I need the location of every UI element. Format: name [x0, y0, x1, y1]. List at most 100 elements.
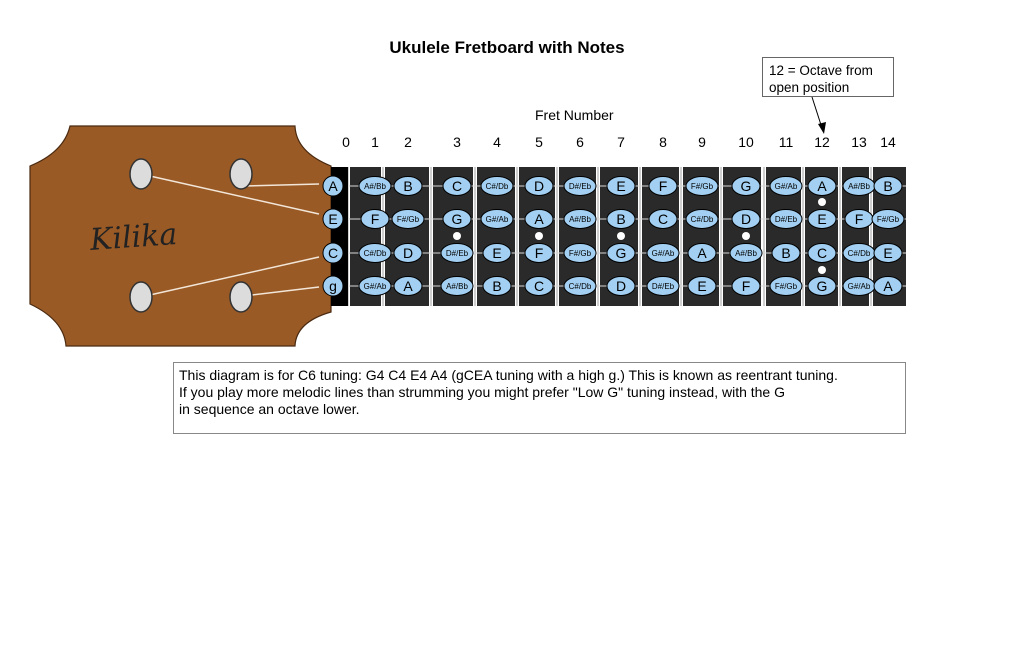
note-marker-s4-f3 — [440, 276, 474, 296]
note-marker-s2-f3 — [442, 209, 472, 229]
note-label-s2-f6: A#/Bb — [569, 215, 591, 224]
note-label-s3-f4: E — [492, 245, 501, 261]
nut — [331, 167, 348, 306]
note-marker-s4-f7 — [606, 276, 636, 296]
page-title: Ukulele Fretboard with Notes — [389, 38, 625, 57]
note-marker-s2-f14 — [871, 209, 905, 229]
note-label-s4-f4: B — [492, 278, 501, 294]
note-marker-s2-f8 — [648, 209, 678, 229]
note-label-s1-f12: A — [817, 178, 827, 194]
note-label-s1-f2: B — [403, 178, 412, 194]
note-label-s2-f7: B — [616, 211, 625, 227]
note-marker-s1-f10 — [731, 176, 761, 196]
fret-number-10: 10 — [738, 134, 754, 150]
note-label-s4-f2: A — [403, 278, 413, 294]
fret-number-axis-label: Fret Number — [535, 107, 614, 123]
note-marker-s2-f1 — [360, 209, 390, 229]
headstock — [29, 125, 332, 347]
note-label-s3-f6: F#/Gb — [569, 249, 592, 258]
note-label-s4-f7: D — [616, 278, 626, 294]
note-marker-s4-f4 — [482, 276, 512, 296]
note-label-s2-f8: C — [658, 211, 668, 227]
description-box: This diagram is for C6 tuning: G4 C4 E4 … — [173, 362, 906, 434]
note-label-s1-f1: A#/Bb — [364, 182, 386, 191]
open-note-circle-E — [322, 208, 344, 230]
note-marker-s1-f14 — [873, 176, 903, 196]
note-label-s3-f11: B — [781, 245, 790, 261]
fret-number-5: 5 — [535, 134, 543, 150]
note-marker-s3-f5 — [524, 243, 554, 263]
note-label-s1-f11: G#/Ab — [775, 182, 798, 191]
open-string-notes: A E Cg — [322, 175, 344, 297]
note-label-s2-f10: D — [741, 211, 751, 227]
note-marker-s3-f9 — [687, 243, 717, 263]
note-label-s3-f14: E — [883, 245, 892, 261]
note-label-s4-f1: G#/Ab — [364, 282, 387, 291]
tuning-pegs — [129, 158, 253, 313]
note-marker-s1-f9 — [685, 176, 719, 196]
note-label-s2-f1: F — [371, 211, 380, 227]
open-note-label-g: g — [329, 278, 337, 294]
open-note-label-C: C — [328, 245, 338, 261]
description-line-1: This diagram is for C6 tuning: G4 C4 E4 … — [179, 367, 838, 383]
open-note-label-A: A — [328, 178, 338, 194]
note-marker-s4-f1 — [358, 276, 392, 296]
note-label-s3-f1: C#/Db — [364, 249, 387, 258]
note-label-s3-f7: G — [616, 245, 627, 261]
fret-number-1: 1 — [371, 134, 379, 150]
note-marker-s3-f1 — [358, 243, 392, 263]
fret-number-8: 8 — [659, 134, 667, 150]
note-label-s1-f9: F#/Gb — [691, 182, 714, 191]
note-label-s1-f4: C#/Db — [486, 182, 509, 191]
note-marker-s3-f7 — [606, 243, 636, 263]
open-note-label-E: E — [328, 211, 337, 227]
fret-number-0: 0 — [342, 134, 350, 150]
note-marker-s4-f10 — [731, 276, 761, 296]
tuning-peg-3 — [129, 281, 153, 313]
note-marker-s3-f3 — [440, 243, 474, 263]
note-marker-s1-f4 — [480, 176, 514, 196]
fret-number-3: 3 — [453, 134, 461, 150]
marker-dot-12a — [818, 198, 826, 206]
note-marker-s3-f12 — [807, 243, 837, 263]
note-label-s4-f8: D#/Eb — [652, 282, 675, 291]
tuning-peg-4 — [229, 281, 253, 313]
headstock-strings — [140, 173, 320, 298]
note-label-s3-f3: D#/Eb — [446, 249, 469, 258]
fret-number-9: 9 — [698, 134, 706, 150]
note-marker-s4-f11 — [769, 276, 803, 296]
note-label-s2-f2: F#/Gb — [397, 215, 420, 224]
note-label-s4-f14: A — [883, 278, 893, 294]
note-label-s2-f14: F#/Gb — [877, 215, 900, 224]
note-marker-s4-f12 — [807, 276, 837, 296]
note-marker-s2-f5 — [524, 209, 554, 229]
note-marker-s3-f4 — [482, 243, 512, 263]
callout-arrow-line — [811, 96, 823, 129]
note-marker-s2-f6 — [563, 209, 597, 229]
note-label-s2-f5: A — [534, 211, 544, 227]
note-marker-s1-f8 — [648, 176, 678, 196]
note-label-s4-f3: A#/Bb — [446, 282, 468, 291]
note-marker-s4-f8 — [646, 276, 680, 296]
position-markers — [453, 198, 826, 274]
note-label-s1-f13: A#/Bb — [848, 182, 870, 191]
note-label-s3-f8: G#/Ab — [652, 249, 675, 258]
note-marker-s1-f2 — [393, 176, 423, 196]
description-line-3: in sequence an octave lower. — [179, 401, 360, 417]
headstock-brand-label: Kilika — [88, 216, 179, 259]
tuning-peg-2 — [229, 158, 253, 190]
open-note-circle-A — [322, 175, 344, 197]
octave-callout: 12 = Octave from open position — [762, 57, 894, 97]
note-label-s1-f5: D — [534, 178, 544, 194]
note-marker-s2-f10 — [731, 209, 761, 229]
note-label-s1-f3: C — [452, 178, 462, 194]
note-label-s4-f13: G#/Ab — [848, 282, 871, 291]
fret-number-12: 12 — [814, 134, 830, 150]
note-marker-s1-f12 — [807, 176, 837, 196]
fret-number-13: 13 — [851, 134, 867, 150]
note-marker-s4-f9 — [687, 276, 717, 296]
note-marker-s1-f6 — [563, 176, 597, 196]
note-marker-s4-f14 — [873, 276, 903, 296]
note-marker-s2-f2 — [391, 209, 425, 229]
note-label-s3-f2: D — [403, 245, 413, 261]
